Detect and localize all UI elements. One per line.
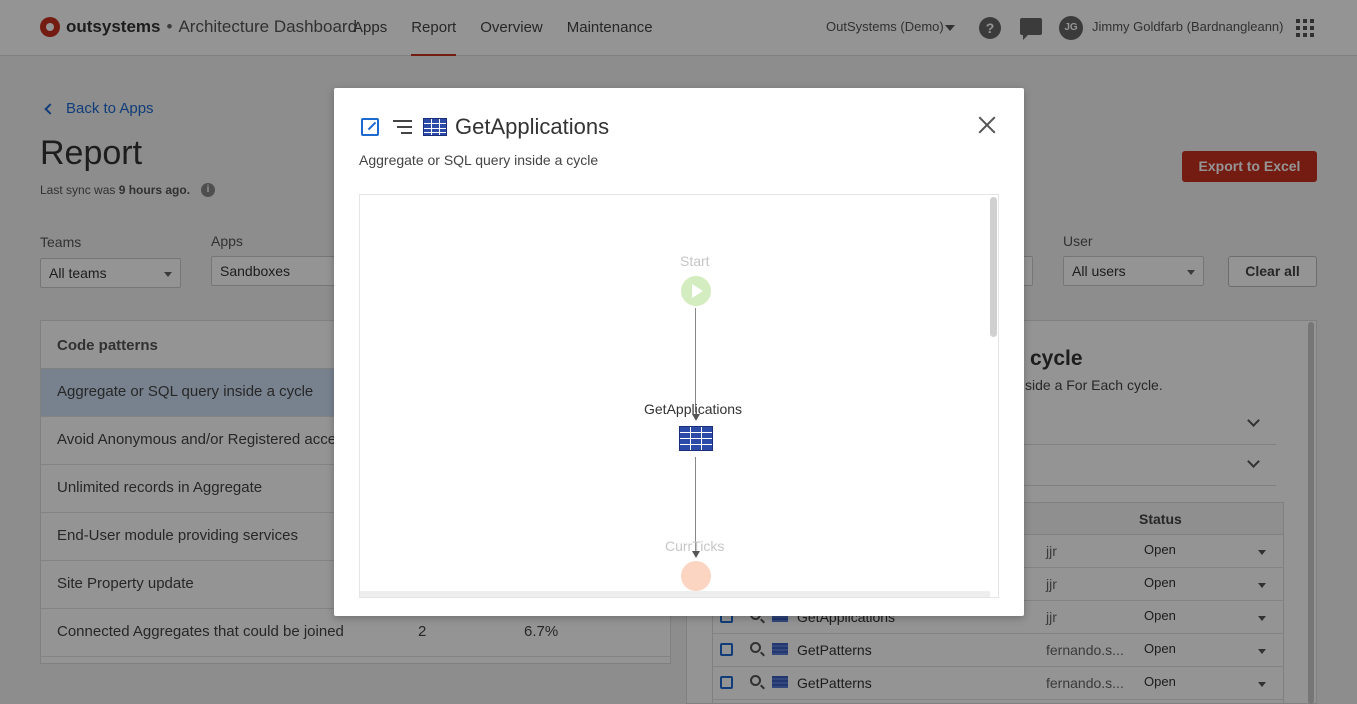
assign-node-icon[interactable] <box>681 561 711 591</box>
pattern-name: Avoid Anonymous and/or Registered access <box>57 431 352 448</box>
pattern-name: Connected Aggregates that could be joine… <box>57 623 344 640</box>
aggregate-table-icon <box>772 676 788 688</box>
row-status[interactable]: Open <box>1144 674 1176 689</box>
aggregate-node-icon[interactable] <box>679 426 713 451</box>
start-node-label: Start <box>680 253 710 269</box>
user-value: All users <box>1072 263 1126 279</box>
zoom-icon[interactable] <box>750 675 761 686</box>
tenant-chevron-down-icon[interactable] <box>945 25 955 31</box>
nav-report[interactable]: Report <box>411 0 457 56</box>
row-status[interactable]: Open <box>1144 542 1176 557</box>
nav-apps[interactable]: Apps <box>353 19 388 36</box>
detail-scrollbar[interactable] <box>1308 322 1314 704</box>
pattern-name: Site Property update <box>57 575 194 592</box>
user-label: User <box>1063 233 1093 249</box>
pattern-name: Unlimited records in Aggregate <box>57 479 263 496</box>
pattern-percentage: 6.7% <box>524 623 559 640</box>
chevron-down-icon[interactable] <box>1258 616 1266 621</box>
aggregate-table-icon <box>423 118 447 136</box>
table-row[interactable]: GetPatterns fernando.s... Open <box>713 667 1283 700</box>
flow-connector <box>695 308 696 412</box>
sync-prefix: Last sync was <box>40 183 119 197</box>
zoom-icon[interactable] <box>750 642 761 653</box>
back-to-apps-link[interactable]: Back to Apps <box>44 100 154 117</box>
avatar[interactable]: JG <box>1059 16 1083 40</box>
tenant-selector[interactable]: OutSystems (Demo) <box>826 19 944 34</box>
row-status[interactable]: Open <box>1144 641 1176 656</box>
apps-label: Apps <box>211 233 243 249</box>
flow-modal: GetApplications Aggregate or SQL query i… <box>334 88 1024 616</box>
row-user: jjr <box>1046 576 1057 592</box>
info-icon[interactable]: i <box>201 183 215 197</box>
row-user: fernando.s... <box>1046 675 1124 691</box>
brand-name: outsystems <box>66 17 161 36</box>
chevron-down-icon[interactable] <box>1258 682 1266 687</box>
pattern-row[interactable]: Connected Aggregates that could be joine… <box>41 609 670 657</box>
modal-subtitle: Aggregate or SQL query inside a cycle <box>359 152 599 168</box>
apps-grid-icon[interactable] <box>1296 19 1314 37</box>
clear-all-button[interactable]: Clear all <box>1228 256 1317 287</box>
open-external-icon[interactable] <box>720 676 733 689</box>
modal-title: GetApplications <box>455 114 610 139</box>
chevron-down-icon <box>164 272 172 277</box>
row-user: fernando.s... <box>1046 642 1124 658</box>
brand-separator: • <box>166 17 173 36</box>
aggregate-node-label: GetApplications <box>644 401 743 417</box>
open-external-icon[interactable] <box>720 643 733 656</box>
pattern-name: Aggregate or SQL query inside a cycle <box>57 383 314 400</box>
arrow-down-icon <box>692 551 700 558</box>
nav-overview[interactable]: Overview <box>480 19 543 36</box>
teams-value: All teams <box>49 265 107 281</box>
row-user: jjr <box>1046 609 1057 625</box>
nav-maintenance[interactable]: Maintenance <box>566 19 653 36</box>
chevron-down-icon[interactable] <box>1258 583 1266 588</box>
row-status[interactable]: Open <box>1144 575 1176 590</box>
row-status[interactable]: Open <box>1144 608 1176 623</box>
chevron-down-icon[interactable] <box>1258 550 1266 555</box>
product-name: Architecture Dashboard <box>178 17 358 36</box>
detail-subtitle: side a For Each cycle. <box>1025 377 1163 393</box>
main-nav: Apps Report Overview Maintenance <box>353 0 677 56</box>
open-external-icon[interactable] <box>361 118 379 136</box>
export-to-excel-button[interactable]: Export to Excel <box>1182 151 1317 182</box>
chat-icon[interactable] <box>1020 18 1042 40</box>
start-node-icon[interactable] <box>681 276 711 306</box>
help-icon[interactable]: ? <box>979 17 1001 39</box>
close-icon[interactable] <box>978 116 996 134</box>
aggregate-table-icon <box>772 643 788 655</box>
pattern-name: End-User module providing services <box>57 527 298 544</box>
apps-value: Sandboxes <box>220 263 291 279</box>
arrow-down-icon <box>692 414 700 421</box>
status-column-header[interactable]: Status <box>1139 511 1182 527</box>
table-row[interactable]: GetPatterns fernando.s... Open <box>713 634 1283 667</box>
row-name: GetPatterns <box>797 675 872 691</box>
user-name[interactable]: Jimmy Goldfarb (Bardnangleann) <box>1092 19 1284 34</box>
page-title: Report <box>40 134 143 172</box>
sync-status: Last sync was 9 hours ago. <box>40 183 190 197</box>
row-name: GetPatterns <box>797 642 872 658</box>
sync-value: 9 hours ago. <box>118 183 191 197</box>
next-node-label: CurrTicks <box>665 538 725 554</box>
detail-title: cycle <box>1030 347 1083 370</box>
canvas-vertical-scrollbar[interactable] <box>990 197 997 337</box>
back-link-label: Back to Apps <box>66 100 154 117</box>
list-outline-icon[interactable] <box>393 120 412 134</box>
pattern-count: 2 <box>418 623 427 640</box>
chevron-down-icon <box>1187 270 1195 275</box>
user-select[interactable]: All users <box>1063 256 1204 286</box>
chevron-down-icon[interactable] <box>1258 649 1266 654</box>
flow-connector <box>695 457 696 551</box>
logo[interactable]: outsystems • Architecture Dashboard <box>40 17 357 37</box>
flow-canvas[interactable]: Start GetApplications CurrTicks <box>359 194 999 598</box>
outsystems-logo-icon <box>40 17 60 37</box>
teams-select[interactable]: All teams <box>40 258 181 288</box>
row-user: jjr <box>1046 543 1057 559</box>
top-bar: outsystems • Architecture Dashboard Apps… <box>0 0 1357 56</box>
canvas-horizontal-scrollbar[interactable] <box>360 591 990 597</box>
teams-label: Teams <box>40 234 82 250</box>
